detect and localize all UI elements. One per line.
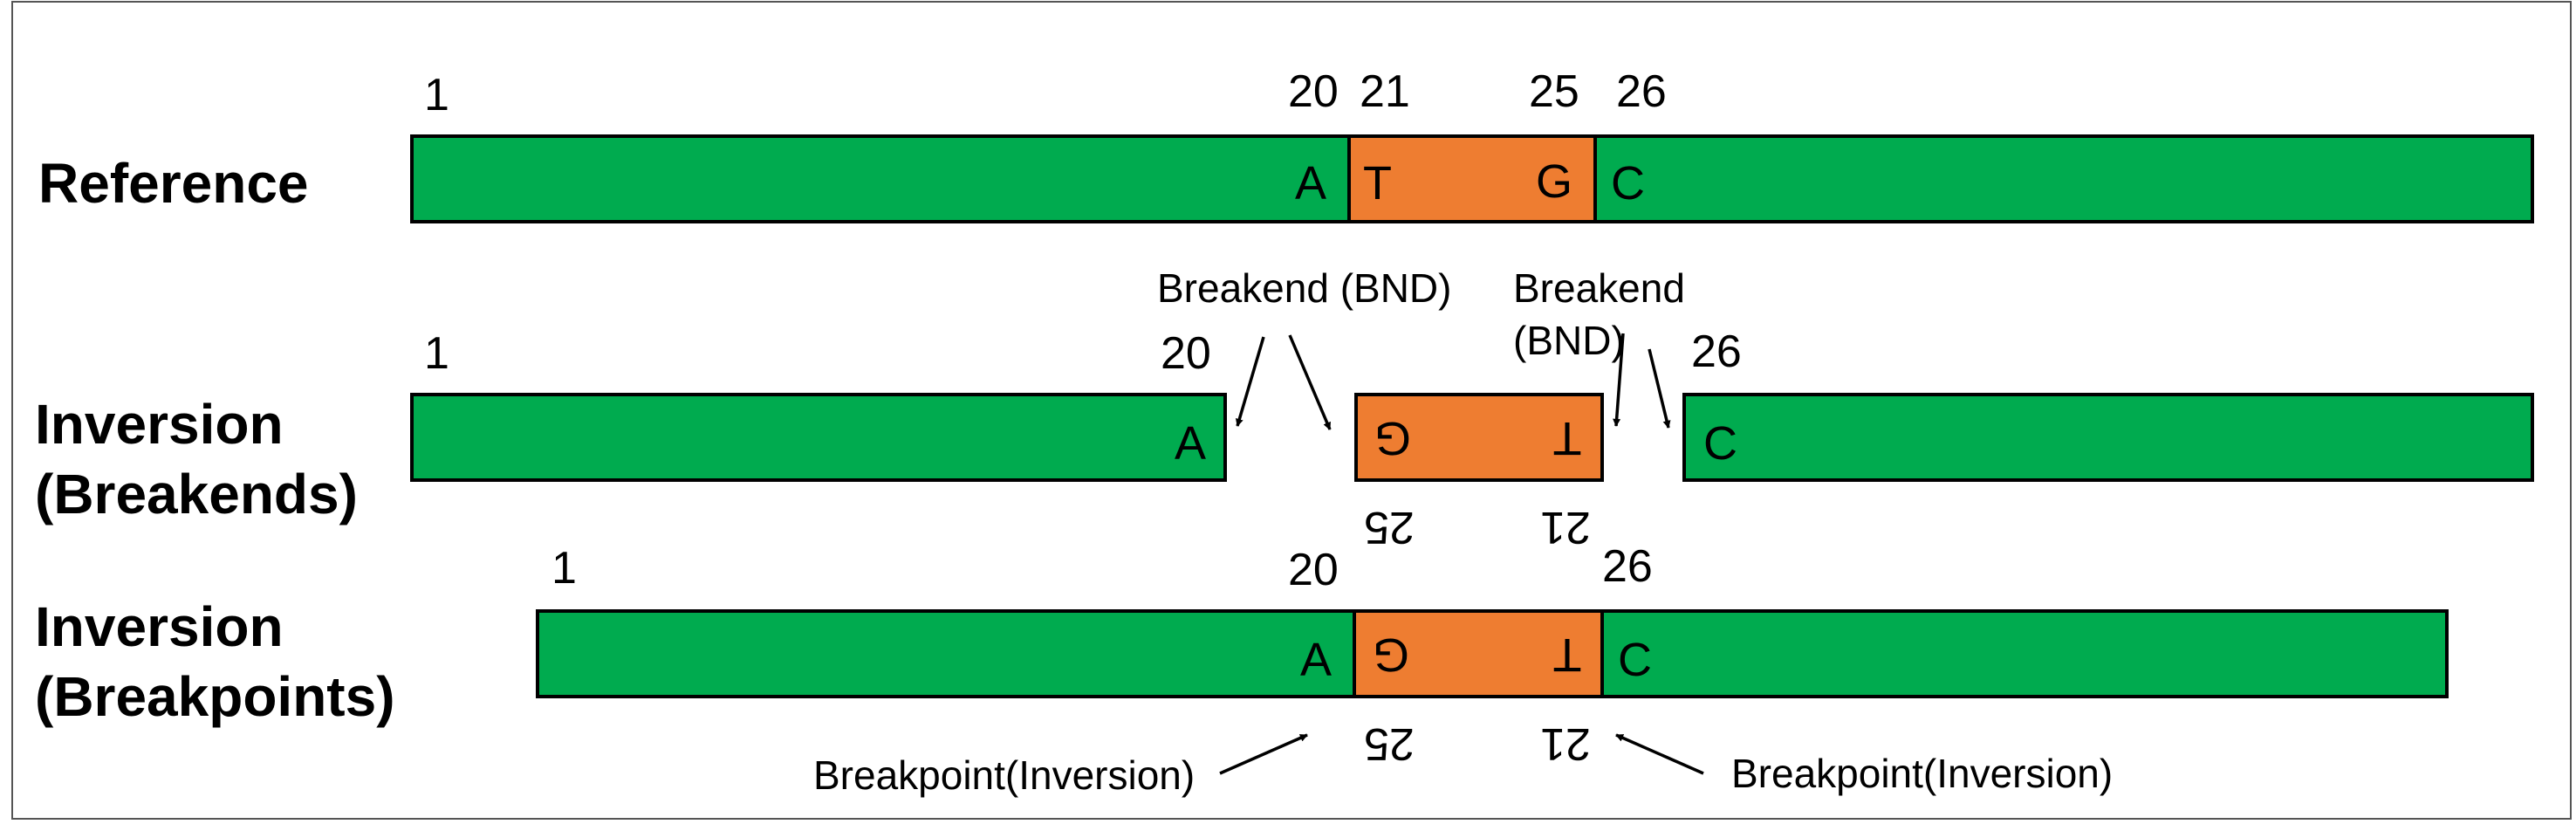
breakends-row: Inversion (Breakends) 1 20 26 A C G T 25…: [35, 265, 2534, 553]
breakend-arrow-3: [1613, 333, 1625, 427]
breakpoints-base-c: C: [1618, 634, 1652, 686]
breakpoints-row: Inversion (Breakpoints) 1 20 26 A C G T …: [35, 541, 2449, 798]
breakends-right-segment: [1682, 393, 2534, 482]
breakend-annotation-right-line2: (BND): [1513, 318, 1625, 363]
breakpoints-label-line2: (Breakpoints): [35, 665, 395, 728]
reference-base-t: T: [1363, 157, 1392, 209]
breakpoints-position-25-flipped: 25: [1364, 718, 1415, 769]
breakends-middle-segment: [1354, 393, 1604, 482]
breakpoints-base-g-flipped: G: [1373, 628, 1409, 681]
breakpoints-right-segment: [1600, 609, 2449, 698]
reference-base-a: A: [1295, 157, 1326, 209]
breakpoints-middle-segment: [1353, 609, 1604, 698]
breakpoints-position-20: 20: [1288, 545, 1339, 595]
breakends-base-a: A: [1175, 417, 1206, 470]
breakends-left-segment: [410, 393, 1227, 482]
breakpoint-arrow-right: [1615, 733, 1704, 775]
breakpoints-left-segment: [536, 609, 1356, 698]
breakends-label-line1: Inversion: [35, 393, 284, 456]
breakend-arrow-1: [1235, 336, 1265, 427]
reference-position-25: 25: [1529, 66, 1579, 117]
breakpoint-annotation-left: Breakpoint(Inversion): [813, 752, 1195, 798]
reference-position-20: 20: [1288, 66, 1339, 117]
figure-frame: [11, 1, 2572, 820]
breakends-base-t-flipped: T: [1553, 412, 1582, 464]
breakpoint-arrow-left: [1219, 733, 1308, 775]
breakends-position-21-flipped: 21: [1540, 502, 1591, 553]
breakpoints-position-21-flipped: 21: [1540, 718, 1591, 769]
breakends-position-20: 20: [1161, 328, 1211, 379]
breakend-arrow-4: [1648, 348, 1671, 429]
reference-position-21: 21: [1360, 66, 1410, 117]
breakpoints-label-line1: Inversion: [35, 595, 284, 658]
breakend-annotation-right-line1: Breakend: [1513, 265, 1685, 311]
breakend-annotation-left: Breakend (BND): [1157, 265, 1451, 311]
reference-position-26: 26: [1616, 66, 1667, 117]
breakends-label-line2: (Breakends): [35, 463, 358, 525]
breakends-base-g-flipped: G: [1374, 412, 1411, 464]
breakpoints-position-26: 26: [1602, 541, 1653, 592]
reference-left-segment: [410, 134, 1351, 223]
reference-middle-segment: [1347, 134, 1597, 223]
breakpoints-base-t-flipped: T: [1553, 628, 1582, 681]
breakpoints-position-1: 1: [552, 543, 577, 594]
reference-position-1: 1: [424, 70, 449, 120]
breakpoints-base-a: A: [1300, 634, 1332, 686]
reference-base-g: G: [1536, 155, 1572, 208]
breakends-position-25-flipped: 25: [1364, 502, 1415, 553]
reference-row: Reference 1 20 21 25 26 A T G C: [38, 66, 2534, 223]
breakpoint-annotation-right: Breakpoint(Inversion): [1731, 751, 2113, 796]
reference-base-c: C: [1611, 157, 1645, 209]
breakends-position-26: 26: [1691, 326, 1742, 377]
breakends-base-c: C: [1703, 417, 1737, 470]
reference-right-segment: [1593, 134, 2534, 223]
breakend-arrow-2: [1288, 334, 1332, 430]
breakends-position-1: 1: [424, 328, 449, 379]
reference-label: Reference: [38, 152, 309, 215]
